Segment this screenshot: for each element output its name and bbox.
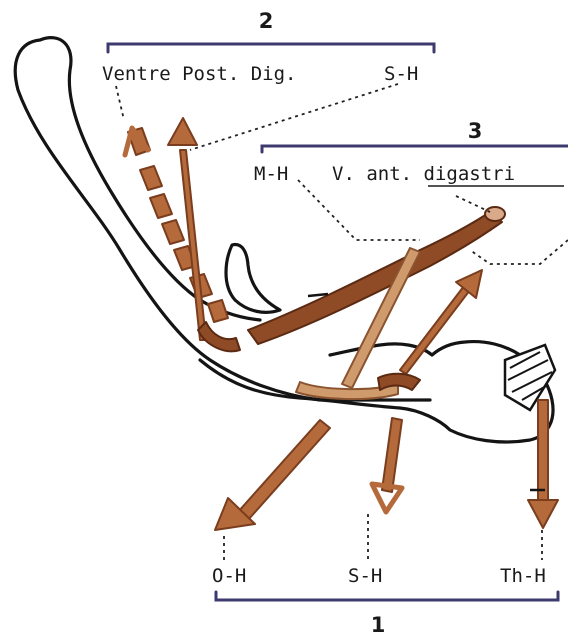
group-number-1: 1: [371, 613, 386, 637]
bone-process: [226, 244, 280, 312]
leader-ventre-post: [116, 86, 124, 120]
group-number-2: 2: [259, 9, 274, 33]
label-sh-top: S-H: [384, 63, 418, 85]
leader-sh-top: [190, 84, 398, 150]
label-mh: M-H: [254, 163, 288, 185]
label-sh-bottom: S-H: [348, 565, 382, 587]
sternohyoid-arrow: [372, 418, 402, 512]
bracket-3: [262, 146, 568, 152]
posterior-digastric-belly: [125, 128, 228, 322]
label-v-ant-digastri: V. ant. digastri: [332, 163, 515, 185]
group-number-3: 3: [468, 119, 483, 143]
leader-vant-2: [470, 240, 568, 264]
leader-vant-1: [456, 196, 490, 212]
omohyoid-arrow: [215, 420, 330, 530]
bracket-1: [216, 592, 558, 600]
bracket-2: [108, 44, 434, 52]
label-thh: Th-H: [500, 565, 546, 587]
leader-mh: [298, 180, 420, 240]
label-oh: O-H: [212, 565, 246, 587]
label-ventre-post-dig: Ventre Post. Dig.: [102, 63, 296, 85]
